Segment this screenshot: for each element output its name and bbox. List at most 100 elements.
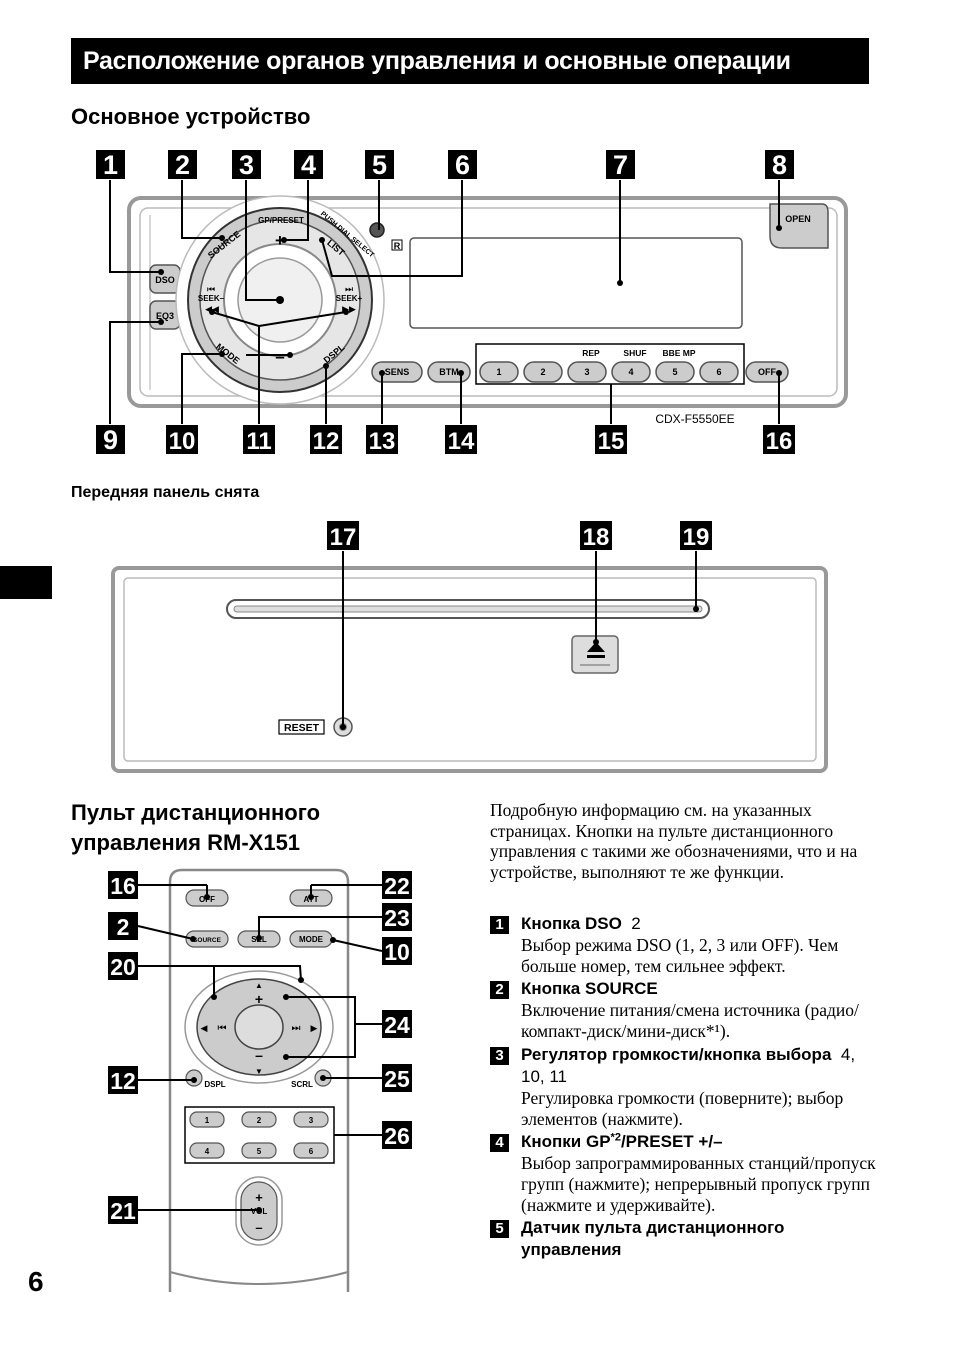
svg-text:1: 1 [205,1116,210,1125]
svg-text:▲: ▲ [255,981,263,990]
svg-text:▶▶: ▶▶ [342,304,356,314]
svg-text:14: 14 [448,428,475,455]
dso-label: DSO [155,275,175,285]
panel-removed-diagram: RESET 17 18 19 [111,521,828,773]
svg-text:25: 25 [384,1066,410,1092]
item-title: Регулятор громкости/кнопка выбора 4, 10,… [521,1044,856,1086]
item-desc: Включение питания/смена источника (радио… [521,1000,859,1042]
svg-text:5: 5 [257,1147,262,1156]
svg-text:2: 2 [117,914,130,940]
preset-1-label: 1 [496,367,501,377]
preset-6-label: 6 [716,367,721,377]
item-desc: Регулировка громкости (поверните); выбор… [521,1087,844,1129]
preset-plus-label: + [275,231,285,250]
svg-text:3: 3 [309,1116,314,1125]
svg-text:2: 2 [175,150,190,180]
open-label: OPEN [785,214,811,224]
svg-text:10: 10 [384,939,410,965]
item-title: Кнопка SOURCE [521,979,658,999]
page-title: Расположение органов управления и основн… [71,38,869,84]
item-desc: Выбор запрограммированных станций/пропус… [521,1153,876,1215]
svg-text:15: 15 [598,428,625,455]
item-number: 3 [490,1046,509,1065]
reset-label: RESET [284,722,320,734]
svg-text:24: 24 [384,1012,410,1038]
svg-text:2: 2 [257,1116,262,1125]
footnote-mark: *2 [610,1131,621,1144]
item-desc: Выбор режима DSO (1, 2, 3 или OFF). Чем … [521,935,839,976]
preset-4-label: 4 [628,367,633,377]
item-number: 4 [490,1134,509,1153]
item-number: 5 [490,1220,509,1239]
item-number: 2 [490,981,509,1000]
svg-text:⏭: ⏭ [292,1023,301,1034]
svg-text:20: 20 [110,954,136,980]
remote-minus-label: – [255,1047,263,1063]
seek-plus-label: SEEK+ [336,294,363,303]
svg-text:19: 19 [683,524,710,551]
remote-diagram: OFF ATT SOURCE SEL MODE ▲ + – ▼ ◀ ⏮ ⏭ ▶ … [108,868,412,1292]
svg-text:17: 17 [330,524,357,551]
item-title: Датчик пульта дистанционного управления [521,1218,785,1260]
remote-scrl-label: SCRL [291,1080,313,1089]
svg-text:▼: ▼ [255,1067,263,1076]
svg-text:16: 16 [766,428,793,455]
main-preset-buttons: 1 2 3 4 5 6 [479,361,739,383]
svg-text:▶: ▶ [311,1023,318,1033]
svg-text:⏮: ⏮ [207,284,215,294]
rep-label: REP [582,348,600,358]
svg-text:26: 26 [384,1123,410,1149]
svg-text:11: 11 [246,428,271,455]
bbe-mp-label: BBE MP [662,348,695,358]
callouts-remote-left: 16 2 20 12 21 [108,871,138,1224]
item-title: Кнопки GP*2/PRESET +/– [521,1131,723,1152]
remote-mode-label: MODE [299,935,324,944]
list-item: 5 Датчик пульта дистанционного управлени… [490,1217,880,1261]
preset-2-label: 2 [540,367,545,377]
svg-text:6: 6 [455,150,470,180]
remote-number-buttons: 1 2 3 4 5 6 [189,1111,329,1159]
main-unit-diagram: DSO EQ3 SOURCE GP/PRESET PUSH DIAL SELEC… [96,150,848,455]
item-ref: 4, 10, 11 [521,1044,856,1086]
off-label: OFF [758,367,776,377]
svg-text:23: 23 [384,905,410,931]
sens-label: SENS [385,367,410,377]
svg-text:6: 6 [309,1147,314,1156]
callouts-panel: 17 18 19 [327,521,712,551]
list-item: 2 Кнопка SOURCE Включение питания/смена … [490,978,880,1041]
svg-text:10: 10 [169,428,196,455]
svg-text:13: 13 [369,428,396,455]
preset-3-label: 3 [584,367,589,377]
item-title: Кнопка DSO 2 [521,914,641,933]
svg-text:7: 7 [613,150,628,180]
eq3-label: EQ3 [156,311,174,321]
section-heading-main-unit: Основное устройство [71,104,311,129]
gp-preset-label: GP/PRESET [258,216,304,225]
callouts-remote-right: 22 23 10 24 25 26 [382,871,412,1149]
svg-text:8: 8 [772,150,787,180]
intro-text: Подробную информацию см. на указанных ст… [490,800,858,883]
item-number: 1 [490,916,509,934]
svg-text:12: 12 [110,1068,136,1094]
sensor-mark: R [394,241,401,251]
page-number: 6 [28,1266,44,1297]
svg-text:1: 1 [103,150,118,180]
callouts-bottom: 9 10 11 12 13 14 15 16 [96,425,795,455]
svg-text:◀◀: ◀◀ [205,304,219,314]
callouts-top: 1 2 3 4 5 6 7 8 [96,150,794,180]
preset-5-label: 5 [672,367,677,377]
preset-minus-label: – [275,347,284,366]
svg-text:◀: ◀ [201,1023,208,1033]
svg-text:9: 9 [103,425,118,455]
remote-plus-label: + [255,991,263,1007]
list-item: 3 Регулятор громкости/кнопка выбора 4, 1… [490,1044,880,1129]
btm-label: BTM [439,367,459,377]
svg-text:4: 4 [301,150,316,180]
remote-dspl-label: DSPL [204,1080,225,1089]
svg-text:18: 18 [583,524,610,551]
section-heading-remote: Пульт дистанционного управления RM-X151 [71,800,321,855]
shuf-label: SHUF [623,348,646,358]
remote-source-label: SOURCE [193,937,221,944]
list-item: 4 Кнопки GP*2/PRESET +/– Выбор запрограм… [490,1131,880,1215]
panel-removed-caption: Передняя панель снята [71,484,260,501]
